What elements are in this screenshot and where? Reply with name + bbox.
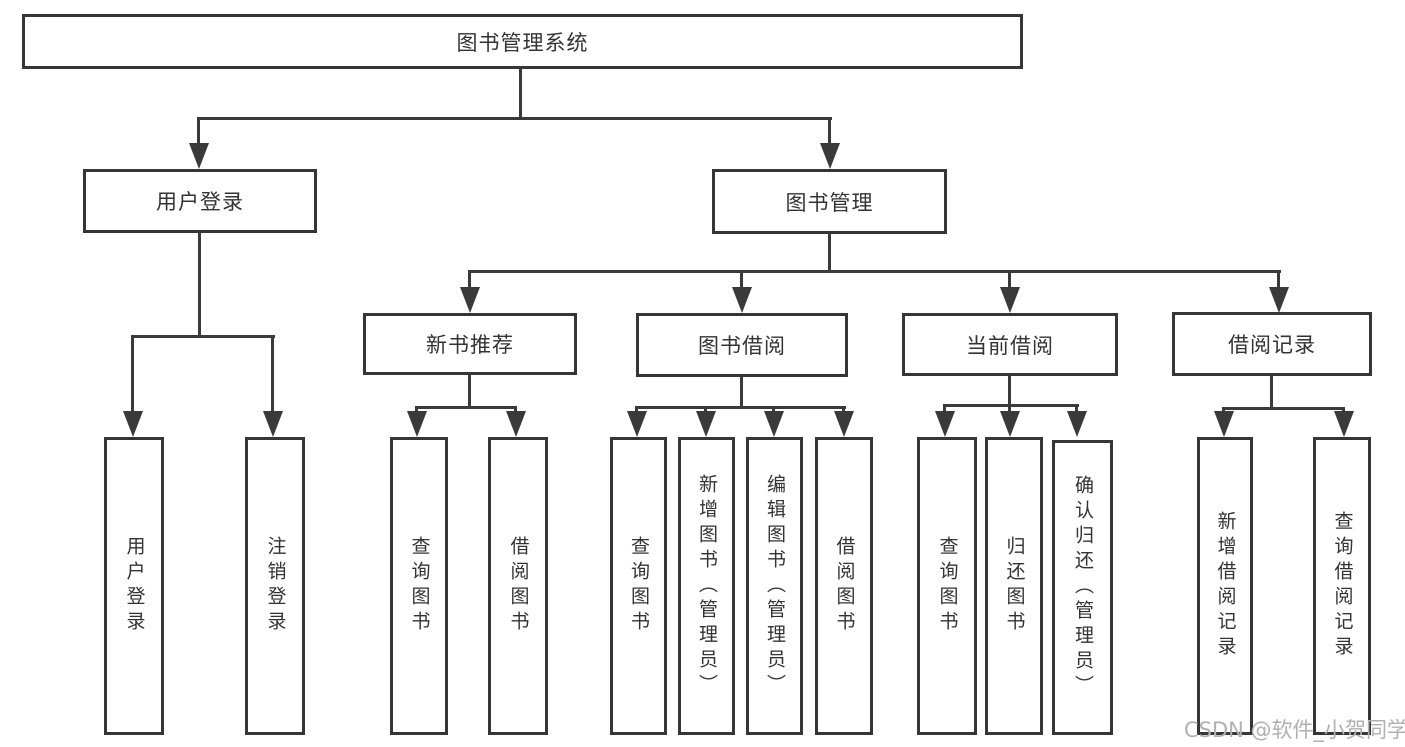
connector-line — [1342, 407, 1345, 414]
arrow-down-icon — [506, 411, 526, 437]
node-label: 归还图书 — [1003, 536, 1026, 636]
leaf-logout: 注销登录 — [245, 437, 305, 735]
arrow-down-icon — [1334, 411, 1354, 437]
leaf-edit-books-admin: 编辑图书（管理员） — [746, 437, 803, 735]
connector-line — [772, 406, 775, 414]
node-book-management: 图书管理 — [712, 169, 947, 234]
node-label: 注销登录 — [264, 536, 287, 636]
arrow-down-icon — [732, 287, 752, 313]
node-label: 查询借阅记录 — [1331, 511, 1354, 661]
connector-line — [740, 270, 743, 290]
arrow-down-icon — [460, 287, 480, 313]
leaf-add-books-admin: 新增图书（管理员） — [678, 437, 735, 735]
leaf-query-borrow-record: 查询借阅记录 — [1313, 437, 1371, 735]
leaf-user-login: 用户登录 — [104, 437, 164, 735]
arrow-down-icon — [1067, 411, 1087, 437]
arrow-down-icon — [263, 411, 283, 437]
connector-line — [828, 234, 831, 272]
arrow-down-icon — [820, 143, 840, 169]
leaf-add-borrow-record: 新增借阅记录 — [1197, 437, 1253, 735]
connector-line — [943, 404, 1079, 407]
node-label: 编辑图书（管理员） — [764, 473, 786, 699]
node-label: 新增借阅记录 — [1214, 511, 1237, 661]
connector-line — [635, 406, 638, 414]
arrow-down-icon — [627, 411, 647, 437]
leaf-return-books: 归还图书 — [985, 437, 1043, 735]
arrow-down-icon — [1214, 411, 1234, 437]
connector-line — [415, 406, 517, 409]
node-book-borrowing: 图书借阅 — [636, 313, 848, 377]
node-user-login: 用户登录 — [83, 169, 317, 233]
node-label: 当前借阅 — [966, 333, 1054, 358]
connector-line — [468, 270, 1281, 273]
arrow-down-icon — [1269, 287, 1289, 313]
node-label: 图书借阅 — [698, 334, 786, 358]
node-label: 查询图书 — [408, 536, 431, 636]
node-library-management-system: 图书管理系统 — [22, 14, 1023, 69]
connector-line — [1222, 407, 1345, 410]
connector-line — [131, 335, 275, 338]
node-label: 查询图书 — [628, 536, 650, 636]
connector-line — [1008, 404, 1011, 414]
leaf-confirm-return-admin: 确认归还（管理员） — [1052, 440, 1113, 735]
node-label: 用户登录 — [156, 190, 244, 214]
connector-line — [1277, 270, 1280, 290]
node-label: 查询图书 — [936, 536, 959, 636]
connector-line — [1222, 407, 1225, 414]
leaf-borrow-books: 借阅图书 — [815, 437, 873, 735]
connector-line — [1270, 376, 1273, 410]
node-borrowing-records: 借阅记录 — [1172, 312, 1372, 376]
node-label: 图书管理系统 — [456, 30, 589, 55]
connector-line — [271, 335, 274, 411]
node-label: 图书管理 — [785, 190, 874, 215]
connector-line — [519, 68, 522, 120]
connector-line — [1008, 376, 1011, 407]
node-label: 借阅图书 — [833, 536, 856, 636]
arrow-down-icon — [1000, 411, 1020, 437]
node-label: 借阅图书 — [507, 536, 530, 636]
node-label: 新书推荐 — [426, 333, 514, 357]
connector-line — [828, 117, 831, 145]
connector-line — [1075, 404, 1078, 414]
connector-line — [704, 406, 707, 414]
arrow-down-icon — [123, 411, 143, 437]
connector-line — [1008, 270, 1011, 290]
connector-line — [740, 377, 743, 409]
node-label: 用户登录 — [123, 536, 146, 636]
connector-line — [198, 117, 832, 120]
leaf-query-books-borrowing: 查询图书 — [610, 437, 667, 735]
csdn-watermark: CSDN @软件_小贺同学 — [1184, 718, 1405, 742]
connector-line — [131, 335, 134, 411]
node-label: 确认归还（管理员） — [1072, 475, 1094, 700]
connector-line — [468, 270, 471, 290]
connector-line — [635, 406, 846, 409]
connector-line — [468, 375, 471, 409]
arrow-down-icon — [764, 411, 784, 437]
node-label: 新增图书（管理员） — [696, 473, 718, 699]
connector-line — [943, 404, 946, 414]
leaf-borrow-books-recommend: 借阅图书 — [488, 437, 548, 735]
leaf-query-books-recommend: 查询图书 — [390, 437, 448, 735]
arrow-down-icon — [189, 143, 209, 169]
node-label: 借阅记录 — [1228, 333, 1316, 357]
leaf-query-books-current: 查询图书 — [917, 437, 977, 735]
node-current-borrowing: 当前借阅 — [902, 313, 1118, 376]
connector-line — [415, 406, 418, 414]
connector-line — [198, 233, 201, 337]
arrow-down-icon — [1000, 287, 1020, 313]
connector-line — [197, 117, 200, 145]
arrow-down-icon — [935, 411, 955, 437]
arrow-down-icon — [407, 411, 427, 437]
connector-line — [514, 406, 517, 414]
arrow-down-icon — [696, 411, 716, 437]
node-new-book-recommendation: 新书推荐 — [363, 313, 577, 375]
arrow-down-icon — [834, 411, 854, 437]
connector-line — [842, 406, 845, 414]
